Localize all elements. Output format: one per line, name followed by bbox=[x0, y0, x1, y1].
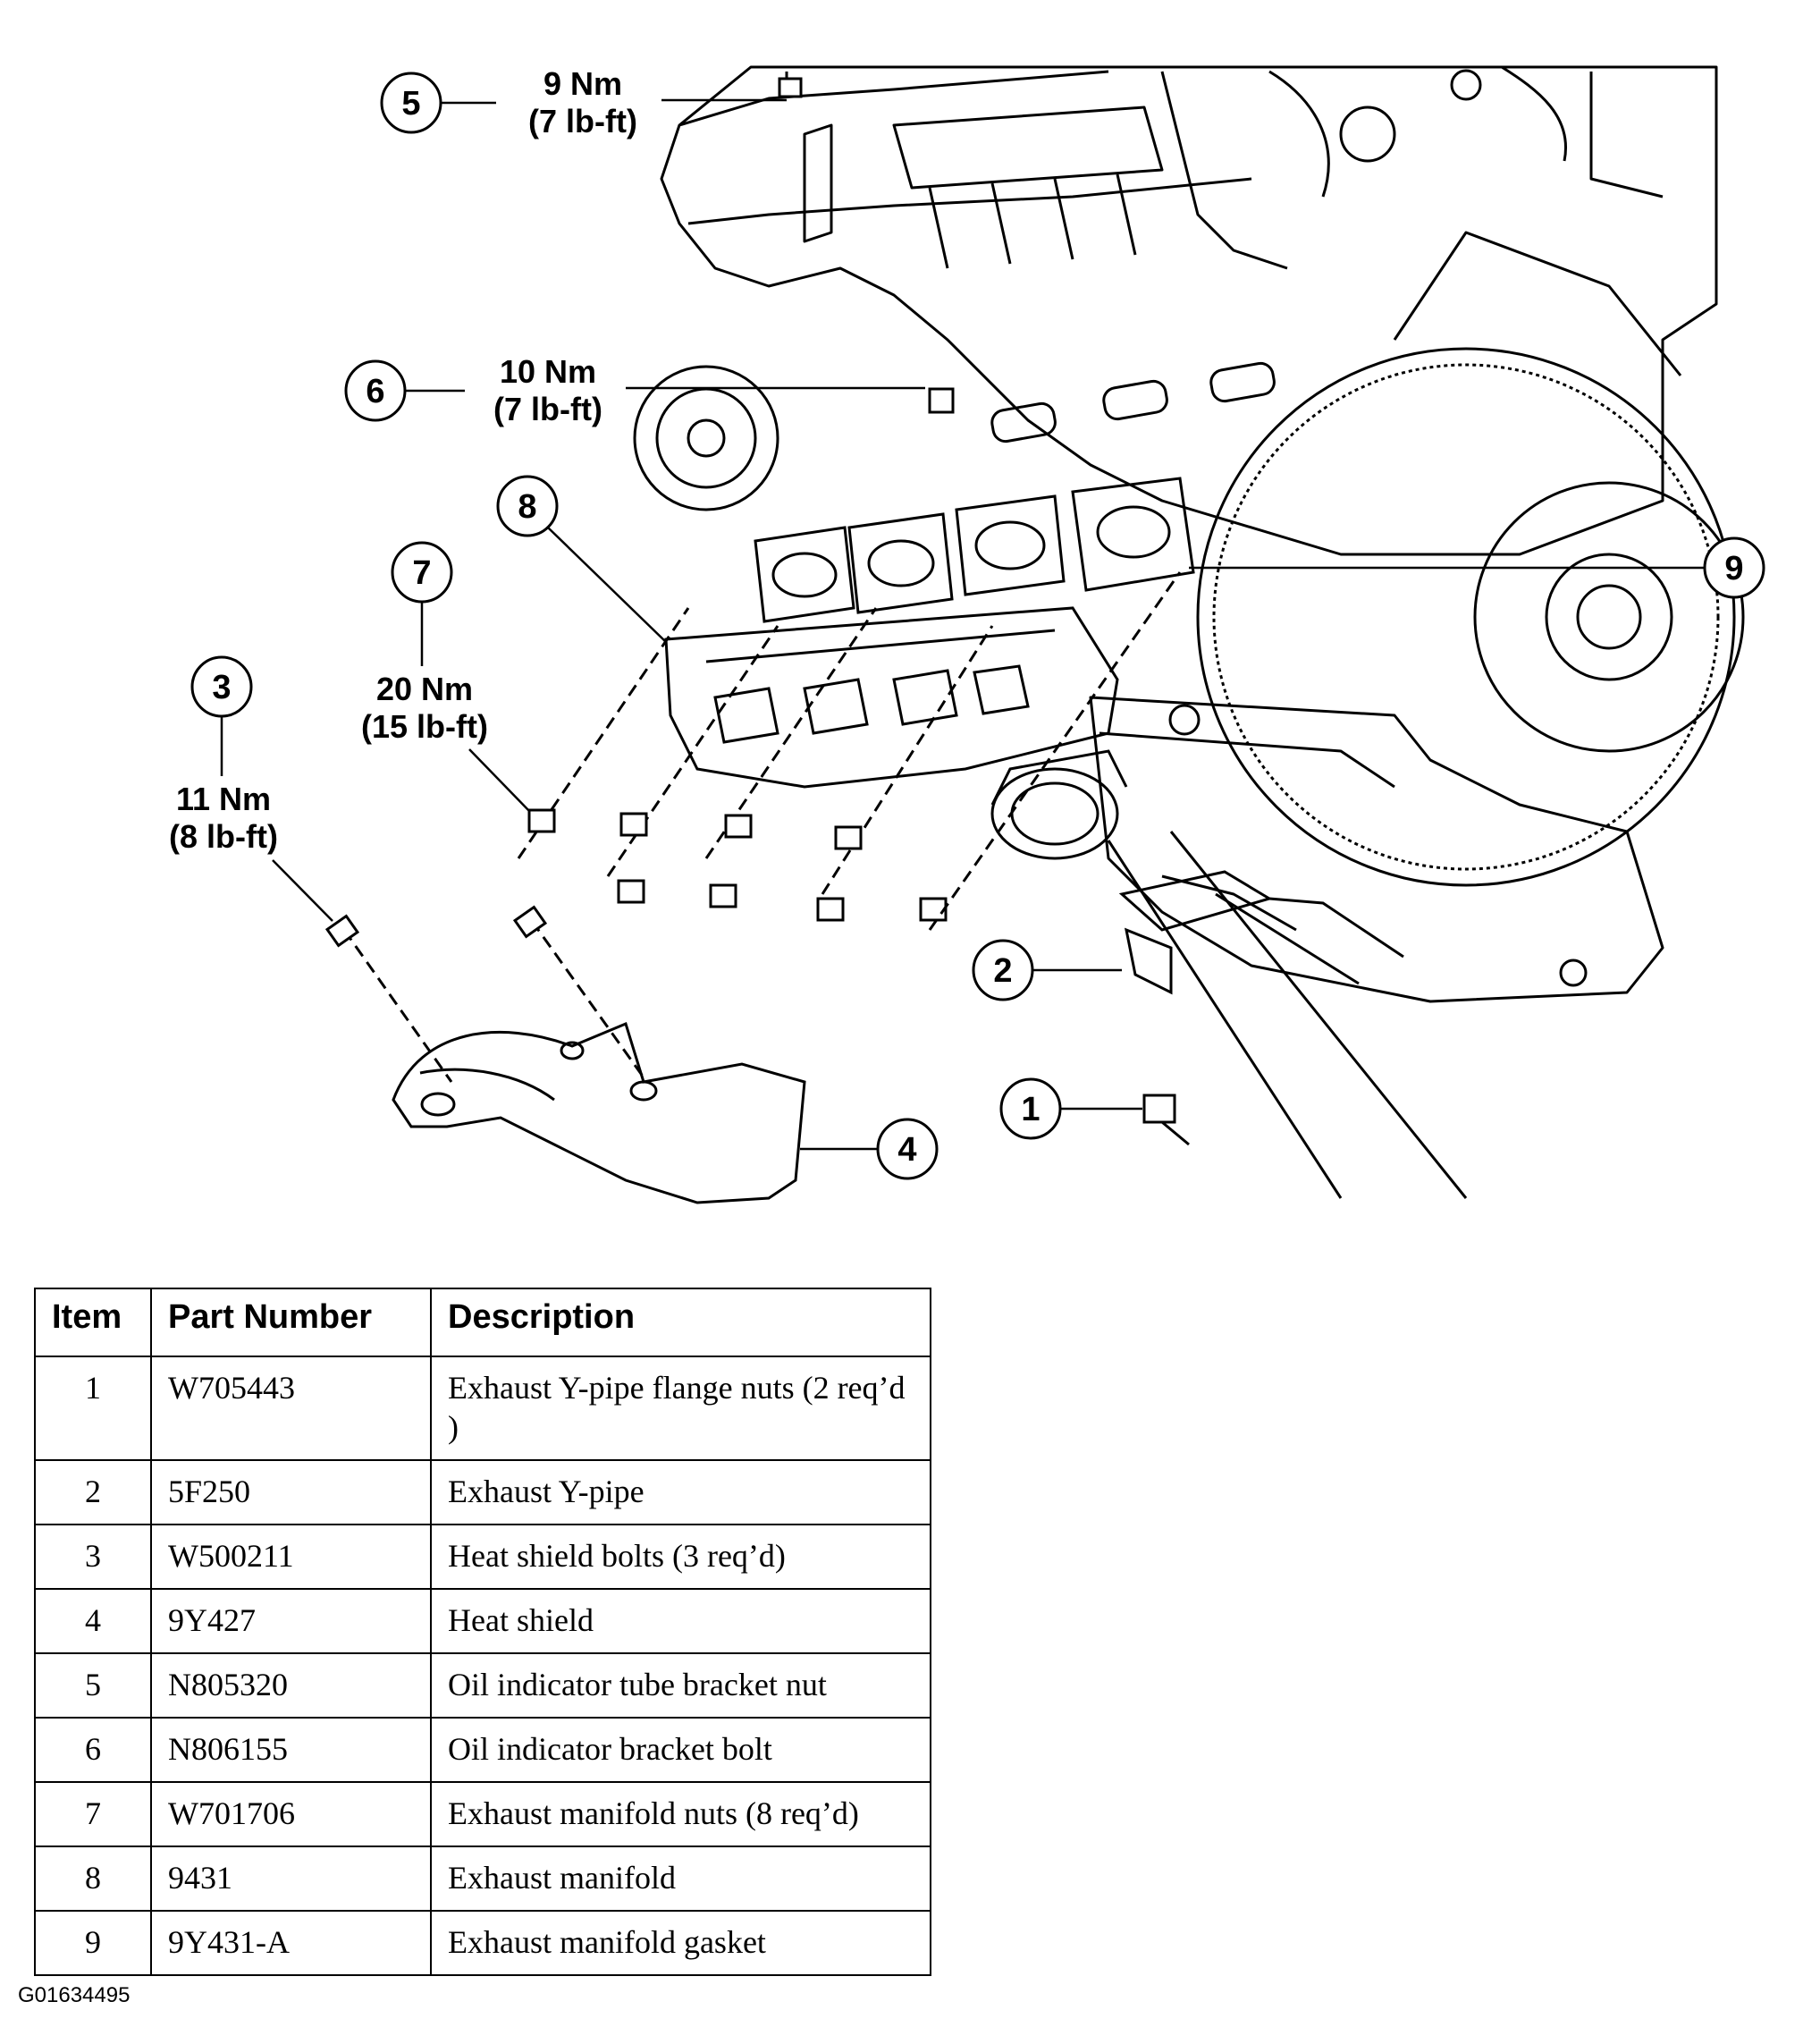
fastener-drawings bbox=[324, 72, 1190, 1146]
callout-6-torque-lbft: (7 lb-ft) bbox=[493, 391, 602, 427]
table-row: 7 W701706 Exhaust manifold nuts (8 req’d… bbox=[34, 1781, 931, 1847]
table-row: 4 9Y427 Heat shield bbox=[34, 1588, 931, 1654]
callout-5-torque-lbft: (7 lb-ft) bbox=[528, 103, 637, 139]
figure-id: G01634495 bbox=[18, 1983, 131, 2007]
header-part-number: Part Number bbox=[150, 1288, 432, 1357]
cell-item: 4 bbox=[34, 1588, 152, 1654]
table-row: 5 N805320 Oil indicator tube bracket nut bbox=[34, 1652, 931, 1719]
cell-item: 2 bbox=[34, 1459, 152, 1525]
callout-1: 1 bbox=[999, 1077, 1142, 1140]
callout-3-number: 3 bbox=[212, 669, 231, 706]
cell-part-number: W705443 bbox=[150, 1356, 432, 1461]
cell-item: 9 bbox=[34, 1910, 152, 1976]
cell-description: Heat shield bbox=[430, 1588, 931, 1654]
engine-block-drawing bbox=[633, 65, 1745, 1003]
callout-4-number: 4 bbox=[897, 1131, 916, 1169]
callout-7: 7 20 Nm (15 lb-ft) bbox=[361, 541, 531, 813]
table-row: 3 W500211 Heat shield bolts (3 req’d) bbox=[34, 1524, 931, 1590]
cell-item: 3 bbox=[34, 1524, 152, 1590]
cell-part-number: W701706 bbox=[150, 1781, 432, 1847]
cell-description: Exhaust manifold gasket bbox=[430, 1910, 931, 1976]
callout-3-torque-lbft: (8 lb-ft) bbox=[169, 818, 278, 855]
cell-part-number: W500211 bbox=[150, 1524, 432, 1590]
callout-6-number: 6 bbox=[366, 373, 384, 410]
header-description: Description bbox=[430, 1288, 931, 1357]
callout-6-torque-nm: 10 Nm bbox=[500, 353, 596, 390]
cell-part-number: 9Y431-A bbox=[150, 1910, 432, 1976]
callout-3-torque-nm: 11 Nm bbox=[176, 781, 271, 817]
cell-item: 8 bbox=[34, 1846, 152, 1912]
table-row: 9 9Y431-A Exhaust manifold gasket bbox=[34, 1910, 931, 1976]
callout-7-torque-nm: 20 Nm bbox=[376, 671, 473, 707]
callout-2: 2 bbox=[972, 939, 1122, 1001]
cell-description: Oil indicator tube bracket nut bbox=[430, 1652, 931, 1719]
cell-description: Exhaust Y-pipe flange nuts (2 req’d ) bbox=[430, 1356, 931, 1461]
exhaust-manifold-drawing bbox=[664, 606, 1128, 860]
cell-part-number: 9431 bbox=[150, 1846, 432, 1912]
cell-item: 5 bbox=[34, 1652, 152, 1719]
callout-7-torque-lbft: (15 lb-ft) bbox=[361, 708, 488, 745]
callout-2-number: 2 bbox=[993, 952, 1012, 990]
callout-3: 3 11 Nm (8 lb-ft) bbox=[169, 655, 333, 922]
callout-5: 5 9 Nm (7 lb-ft) bbox=[380, 65, 787, 139]
cell-part-number: 9Y427 bbox=[150, 1588, 432, 1654]
exploded-view-diagram: 5 9 Nm (7 lb-ft) 6 10 Nm (7 lb-ft) 8 7 2… bbox=[169, 65, 1765, 1204]
exhaust-manifold-gasket-drawing bbox=[754, 477, 1195, 623]
header-item: Item bbox=[34, 1288, 152, 1357]
cell-item: 6 bbox=[34, 1717, 152, 1783]
cell-description: Exhaust Y-pipe bbox=[430, 1459, 931, 1525]
cell-item: 7 bbox=[34, 1781, 152, 1847]
table-row: 1 W705443 Exhaust Y-pipe flange nuts (2 … bbox=[34, 1356, 931, 1461]
heat-shield-drawing bbox=[392, 1021, 806, 1204]
callout-4: 4 bbox=[800, 1118, 939, 1180]
cell-description: Heat shield bolts (3 req’d) bbox=[430, 1524, 931, 1590]
callout-5-number: 5 bbox=[401, 85, 420, 122]
callout-1-number: 1 bbox=[1021, 1091, 1040, 1128]
cell-part-number: 5F250 bbox=[150, 1459, 432, 1525]
table-row: 8 9431 Exhaust manifold bbox=[34, 1846, 931, 1912]
parts-table: Item Part Number Description 1 W705443 E… bbox=[34, 1288, 931, 1976]
table-row: 6 N806155 Oil indicator bracket bolt bbox=[34, 1717, 931, 1783]
exhaust-y-pipe-drawing bbox=[1107, 831, 1468, 1199]
cell-description: Exhaust manifold nuts (8 req’d) bbox=[430, 1781, 931, 1847]
table-row: 2 5F250 Exhaust Y-pipe bbox=[34, 1459, 931, 1525]
table-header-row: Item Part Number Description bbox=[34, 1288, 931, 1357]
cell-description: Oil indicator bracket bolt bbox=[430, 1717, 931, 1783]
callout-6: 6 10 Nm (7 lb-ft) bbox=[344, 353, 925, 427]
callout-8-number: 8 bbox=[518, 488, 536, 526]
callout-8: 8 bbox=[496, 475, 667, 643]
cell-part-number: N805320 bbox=[150, 1652, 432, 1719]
callout-9-number: 9 bbox=[1724, 550, 1743, 587]
callout-9: 9 bbox=[1189, 536, 1765, 599]
cell-item: 1 bbox=[34, 1356, 152, 1461]
callout-8-circle bbox=[496, 475, 559, 537]
cell-part-number: N806155 bbox=[150, 1717, 432, 1783]
callout-7-number: 7 bbox=[412, 554, 431, 592]
cell-description: Exhaust manifold bbox=[430, 1846, 931, 1912]
callout-5-torque-nm: 9 Nm bbox=[543, 65, 622, 102]
